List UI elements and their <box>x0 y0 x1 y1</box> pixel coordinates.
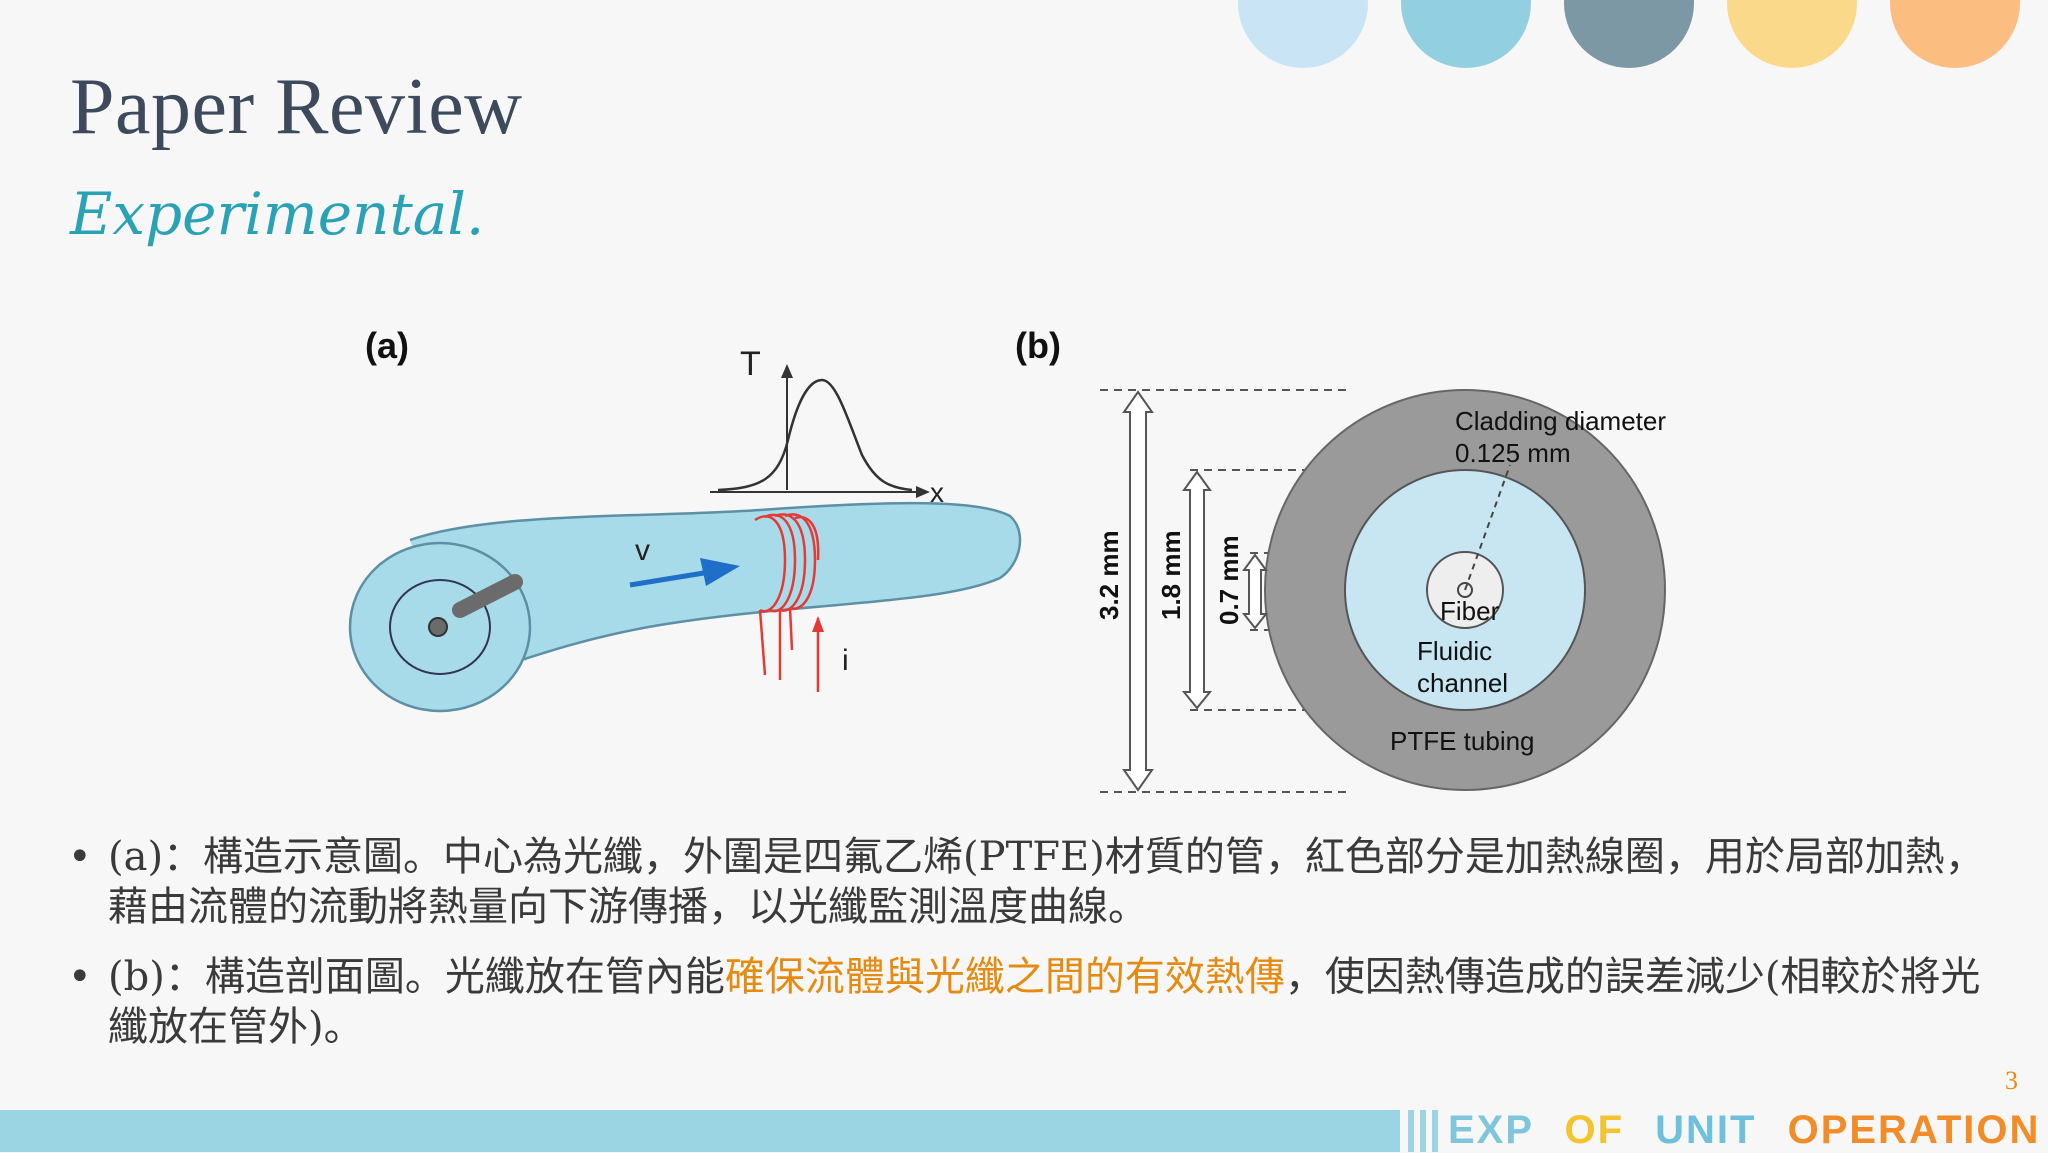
dim-1-8mm: 1.8 mm <box>1156 530 1186 620</box>
cladding-label-line1: Cladding diameter <box>1455 406 1666 436</box>
decor-dot-1 <box>1238 0 1368 68</box>
dim-0-7mm: 0.7 mm <box>1214 535 1244 625</box>
fiber-label: Fiber <box>1440 596 1500 626</box>
dimension-arrows <box>1122 390 1269 792</box>
panel-a-label: (a) <box>365 325 409 366</box>
panel-b-label: (b) <box>1015 325 1061 366</box>
footer-exp: EXP <box>1448 1108 1534 1152</box>
heating-coil <box>754 513 824 692</box>
footer-operation: OPERATION <box>1787 1108 2041 1152</box>
footer-separator <box>1420 1110 1426 1152</box>
experimental-figure: (a) T x v i (b) <box>348 325 1666 793</box>
bullet-marker: • <box>68 834 92 880</box>
bullet-text-a: (a)：構造示意圖。中心為光纖，外圍是四氟乙烯(PTFE)材質的管，紅色部分是加… <box>108 834 1985 930</box>
temperature-profile-graph: T x <box>710 345 944 508</box>
decorative-dots <box>0 0 2048 80</box>
bullet-item-a: • (a)：構造示意圖。中心為光纖，外圍是四氟乙烯(PTFE)材質的管，紅色部分… <box>68 832 1988 932</box>
cladding-label-line2: 0.125 mm <box>1455 438 1571 468</box>
fluidic-label-line2: channel <box>1417 668 1508 698</box>
decor-dot-4 <box>1727 0 1857 68</box>
footer-logo-text: EXP OF UNIT OPERATION <box>1448 1108 2040 1153</box>
footer-separator <box>1432 1110 1438 1152</box>
decor-dot-5 <box>1890 0 2020 68</box>
temp-axis-label: T <box>740 345 761 383</box>
velocity-label: v <box>635 534 650 567</box>
slide-title: Paper Review <box>70 63 523 151</box>
velocity-arrow: v <box>629 534 740 588</box>
footer-unit: UNIT <box>1655 1108 1757 1152</box>
bullet-list: • (a)：構造示意圖。中心為光纖，外圍是四氟乙烯(PTFE)材質的管，紅色部分… <box>68 832 1988 1072</box>
footer-of: OF <box>1564 1108 1624 1152</box>
dim-3-2mm: 3.2 mm <box>1094 530 1124 620</box>
x-axis-label: x <box>930 477 944 508</box>
decor-dot-2 <box>1401 0 1531 68</box>
decor-dot-3 <box>1564 0 1694 68</box>
current-label: i <box>842 644 849 677</box>
slide-subtitle: Experimental. <box>70 180 485 248</box>
footer-separator <box>1408 1110 1414 1152</box>
footer-bar <box>0 1110 1400 1152</box>
bullet-item-b: • (b)：構造剖面圖。光纖放在管內能確保流體與光纖之間的有效熱傳，使因熱傳造成… <box>68 952 1988 1052</box>
bullet-marker: • <box>68 954 92 1000</box>
bullet-text-b-highlight: 確保流體與光纖之間的有效熱傳 <box>724 954 1285 1000</box>
page-number: 3 <box>2005 1066 2018 1095</box>
bullet-text-b-pre: (b)：構造剖面圖。光纖放在管內能 <box>108 954 725 1000</box>
fluidic-label-line1: Fluidic <box>1417 636 1492 666</box>
ptfe-tube-drawing <box>348 501 1022 713</box>
bullet-text-b-post: ，使因熱傳造成的誤差減少(相較於將光纖放在管外)。 <box>108 954 1981 1050</box>
tubing-label: PTFE tubing <box>1390 726 1535 756</box>
cross-section <box>1264 389 1666 791</box>
